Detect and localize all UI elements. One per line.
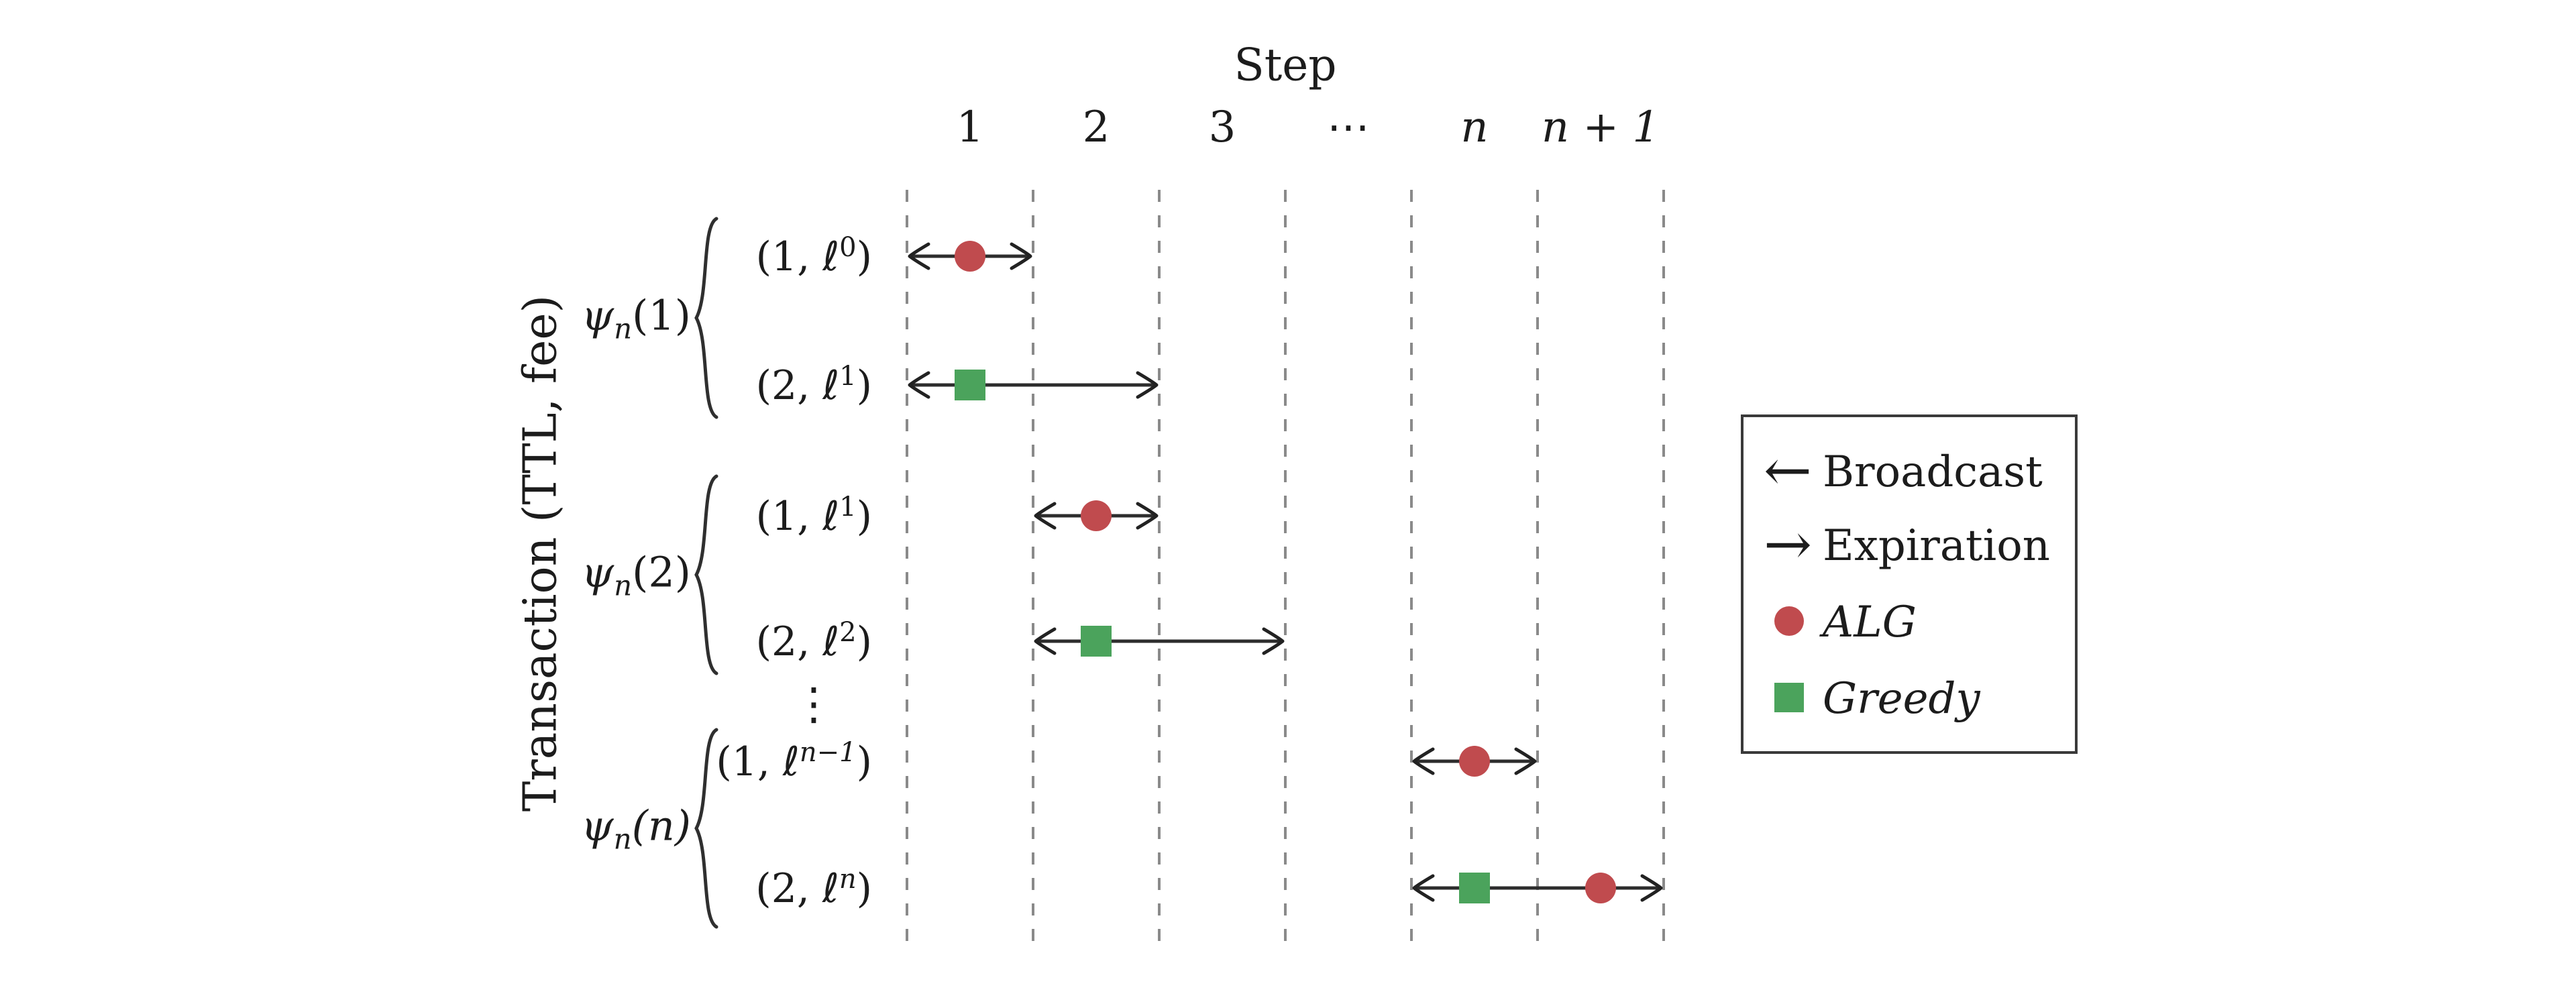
psi-symbol: ψ — [581, 290, 614, 340]
alg-marker-row-6 — [1585, 873, 1616, 903]
group-brace-2 — [694, 474, 718, 675]
greedy-marker-row-4 — [1081, 626, 1112, 657]
row-label-5: (1, ℓn−1) — [631, 737, 872, 785]
greedy-square-icon — [1774, 683, 1804, 712]
row-label-close: ) — [856, 362, 872, 409]
expiration-arrowhead — [1010, 242, 1032, 270]
row-label-text: (2, ℓ — [755, 618, 840, 665]
broadcast-arrowhead — [908, 371, 930, 399]
row-label-text: (1, ℓ — [755, 493, 840, 540]
greedy-marker-row-6 — [1459, 873, 1490, 903]
group-label-psi-n: ψn(n) — [537, 801, 691, 855]
fee-exponent: 1 — [839, 492, 857, 522]
psi-argument: (2) — [632, 547, 691, 597]
group-label-psi-2: ψn(2) — [537, 547, 691, 602]
row-label-text: (1, ℓ — [716, 738, 800, 785]
psi-symbol: ψ — [581, 547, 614, 597]
row-2-lifetime-arrow — [908, 371, 1159, 399]
fee-exponent: 0 — [839, 232, 857, 263]
greedy-marker-row-2 — [955, 370, 985, 400]
step-gridlines — [906, 190, 1665, 951]
legend-expiration-label: Expiration — [1823, 521, 2050, 571]
x-tick-2: 2 — [1082, 103, 1110, 152]
x-tick-1: 1 — [956, 103, 984, 152]
row-label-text: (2, ℓ — [755, 865, 839, 912]
psi-subscript: n — [614, 569, 633, 602]
legend-greedy-label: Greedy — [1823, 674, 1980, 724]
group-brace-n — [694, 728, 718, 929]
expiration-arrowhead — [1136, 502, 1159, 530]
row-label-close: ) — [856, 738, 872, 785]
broadcast-arrowhead — [908, 242, 930, 270]
alg-dot-icon — [1774, 606, 1804, 636]
broadcast-arrowhead — [1034, 627, 1057, 655]
legend-alg-label: ALG — [1823, 598, 1917, 647]
alg-marker-row-1 — [955, 241, 985, 272]
fee-exponent: n−1 — [799, 737, 857, 768]
psi-argument: (n) — [631, 801, 691, 850]
expiration-arrowhead — [1136, 371, 1159, 399]
greedy-square — [1774, 683, 1804, 712]
fee-exponent: 1 — [839, 361, 857, 392]
x-tick-3: 3 — [1208, 103, 1236, 152]
fee-exponent: n — [839, 864, 857, 895]
alg-dot — [1774, 606, 1804, 636]
row-label-1: (1, ℓ0) — [631, 232, 872, 280]
broadcast-arrowhead — [1034, 502, 1057, 530]
row-label-close: ) — [856, 865, 872, 912]
row-label-text: (2, ℓ — [755, 362, 840, 409]
row-label-6: (2, ℓn) — [631, 864, 872, 912]
x-tick-n: n — [1460, 103, 1489, 152]
broadcast-arrowhead — [1412, 874, 1435, 902]
expiration-arrowhead — [1514, 747, 1537, 775]
row-label-close: ) — [856, 618, 872, 665]
row-label-close: ) — [856, 233, 872, 280]
psi-argument: (1) — [632, 290, 691, 340]
vdots: ⋮ — [792, 678, 836, 730]
legend: ← Broadcast → Expiration ALG Greedy — [1741, 414, 2078, 754]
group-label-psi-1: ψn(1) — [537, 290, 691, 345]
expiration-arrowhead — [1640, 874, 1663, 902]
alg-marker-row-5 — [1459, 746, 1490, 777]
psi-subscript: n — [613, 822, 632, 856]
row-label-text: (1, ℓ — [755, 233, 840, 280]
row-label-4: (2, ℓ2) — [631, 617, 872, 665]
psi-symbol: ψ — [581, 801, 614, 850]
legend-broadcast-label: Broadcast — [1823, 447, 2043, 497]
x-tick-n-plus-1: n + 1 — [1541, 103, 1660, 152]
row-label-3: (1, ℓ1) — [631, 492, 872, 540]
row-4-lifetime-arrow — [1034, 627, 1285, 655]
psi-subscript: n — [614, 312, 633, 345]
x-axis-title: Step — [1234, 39, 1337, 91]
alg-marker-row-3 — [1081, 500, 1112, 531]
row-6-lifetime-arrow — [1412, 874, 1663, 902]
fee-exponent: 2 — [839, 617, 857, 648]
broadcast-arrowhead — [1412, 747, 1435, 775]
row-label-2: (2, ℓ1) — [631, 361, 872, 409]
broadcast-arrow-icon: ← — [1764, 437, 1813, 504]
expiration-arrow-icon: → — [1764, 511, 1813, 578]
x-tick-cdots: ⋯ — [1327, 103, 1370, 152]
row-label-close: ) — [856, 493, 872, 540]
group-brace-1 — [694, 217, 718, 419]
expiration-arrowhead — [1262, 627, 1285, 655]
